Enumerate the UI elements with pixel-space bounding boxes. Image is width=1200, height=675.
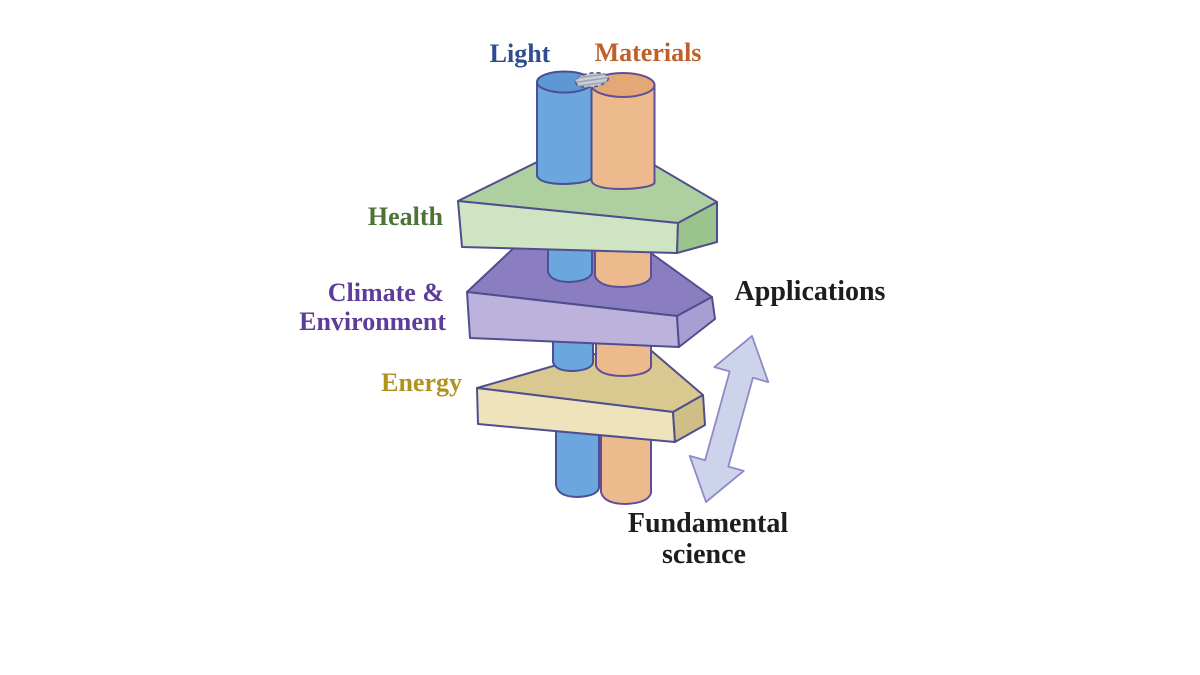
bottom-cylinders [555, 426, 652, 505]
blue-cylinder-body [536, 81, 593, 185]
energy-label: Energy [381, 368, 462, 397]
blue-stub-lower [552, 339, 594, 372]
orange-stub-lower [595, 341, 652, 377]
materials-label: Materials [595, 38, 702, 67]
climate-label-line2: Environment [299, 307, 446, 336]
cylinder-overlap-region [574, 71, 610, 89]
orange-cylinder-body [590, 84, 656, 190]
applications-label: Applications [735, 276, 886, 307]
light-label: Light [490, 39, 551, 68]
fundamental-science-label-line2: science [662, 539, 746, 570]
overlap-hatch-lines [576, 73, 608, 87]
energy-slab-side-face [672, 394, 706, 443]
middle-upper-cylinder-stubs [547, 246, 652, 288]
top-cylinders [536, 70, 656, 190]
fundamental-science-label-line1: Fundamental [628, 508, 788, 539]
climate-slab-side-face [676, 296, 716, 348]
orange-stub-upper [594, 249, 652, 288]
middle-lower-cylinder-stubs [552, 339, 652, 377]
blue-stub-upper [547, 246, 593, 283]
health-slab-side-face [676, 201, 718, 254]
blue-cylinder-bottom [555, 426, 600, 498]
updown-arrow [688, 335, 770, 503]
orange-cylinder-bottom [600, 429, 652, 505]
climate-label-line1: Climate & [328, 278, 444, 307]
health-label: Health [368, 202, 444, 231]
